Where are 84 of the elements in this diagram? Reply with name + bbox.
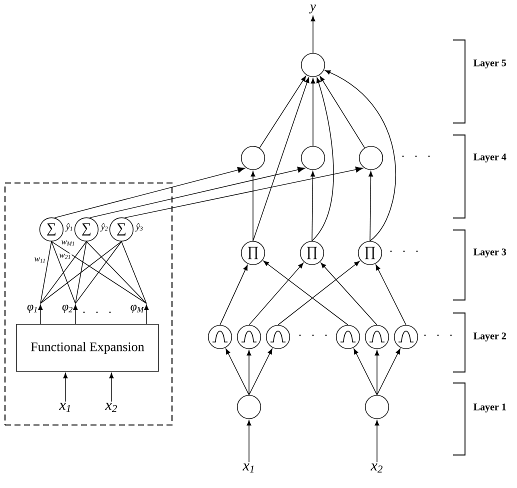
arrow	[278, 260, 360, 326]
basis-function-label: φ$_{2}$	[62, 304, 72, 314]
arrow	[324, 70, 396, 242]
arrow	[320, 76, 365, 148]
layer-label: Layer 2	[474, 332, 506, 342]
arrow	[310, 171, 316, 242]
arrow	[263, 260, 348, 326]
layer-label: Layer 1	[474, 404, 506, 412]
layer-label: Layer 5	[474, 60, 506, 68]
arrow	[250, 171, 256, 242]
output-label: ŷ$_{3}$	[135, 223, 143, 232]
ellipsis: · · ·	[402, 156, 430, 158]
arrow	[109, 372, 114, 402]
weight-label: w$_{11}$	[34, 257, 46, 264]
arrow	[374, 420, 380, 462]
arrow	[374, 350, 380, 396]
arrow	[246, 420, 252, 462]
output-label: ŷ$_{1}$	[65, 223, 72, 232]
neuron-circle	[364, 394, 390, 420]
dashed-frame	[4, 182, 173, 426]
arrow	[124, 166, 364, 218]
arrow	[248, 348, 272, 396]
summation-node: ∑	[74, 217, 98, 242]
arrow	[368, 171, 374, 242]
output-variable: y	[309, 4, 316, 14]
line	[40, 241, 122, 304]
layer-label: Layer 3	[474, 248, 506, 258]
neuron-circle	[364, 324, 390, 350]
arrow	[376, 348, 400, 396]
weight-label: w$_{21}$	[58, 253, 72, 260]
product-node: ∏	[358, 240, 382, 266]
arrow	[248, 262, 304, 326]
ellipsis: · · ·	[299, 334, 327, 336]
arrow	[354, 348, 378, 396]
line	[75, 241, 122, 304]
arrow	[226, 348, 250, 396]
arrow	[246, 350, 252, 396]
product-node: ∏	[300, 240, 324, 266]
line	[121, 241, 147, 304]
arrow	[252, 77, 310, 242]
ellipsis: · · ·	[83, 312, 111, 314]
neuron-circle	[240, 146, 266, 170]
summation-node: ∑	[39, 217, 64, 242]
input-variable: x$_{1}$	[59, 402, 70, 412]
arrow	[310, 78, 316, 146]
arrow	[310, 16, 316, 54]
arrow	[38, 304, 43, 324]
arrow	[63, 372, 68, 402]
neuron-circle	[300, 52, 326, 78]
layer-label: Layer 4	[474, 154, 506, 162]
arrow	[54, 167, 246, 218]
neuron-circle	[208, 324, 232, 350]
summation-node: ∑	[109, 217, 134, 242]
neuron-circle	[336, 324, 360, 350]
neuron-circle	[236, 394, 262, 420]
input-variable: x$_{2}$	[370, 463, 382, 473]
neuron-circle	[358, 146, 384, 170]
basis-function-label: φ$_{M}$	[130, 304, 144, 314]
output-label: ŷ$_{2}$	[100, 223, 108, 232]
arrow	[320, 262, 378, 326]
basis-function-label: φ$_{1}$	[27, 304, 37, 314]
neuron-circle	[236, 324, 262, 350]
ellipsis: · · ·	[424, 334, 452, 336]
line	[51, 241, 76, 304]
arrow	[89, 166, 306, 218]
arrow	[220, 264, 248, 326]
neuron-circle	[394, 324, 418, 350]
arrow	[312, 77, 334, 242]
line	[75, 241, 87, 304]
line	[51, 241, 147, 304]
neuron-circle	[266, 324, 290, 350]
product-node: ∏	[240, 240, 266, 266]
arrow	[144, 304, 149, 324]
weight-label: w$_{M1}$	[60, 240, 76, 246]
process-box: Functional Expansion	[16, 324, 159, 372]
line	[40, 241, 87, 304]
arrow	[73, 304, 78, 324]
input-variable: x$_{2}$	[105, 402, 117, 412]
arrow	[259, 76, 306, 148]
line	[40, 241, 52, 304]
neuron-circle	[300, 146, 326, 170]
line	[86, 241, 147, 304]
arrow	[376, 264, 406, 326]
input-variable: x$_{1}$	[242, 463, 254, 473]
